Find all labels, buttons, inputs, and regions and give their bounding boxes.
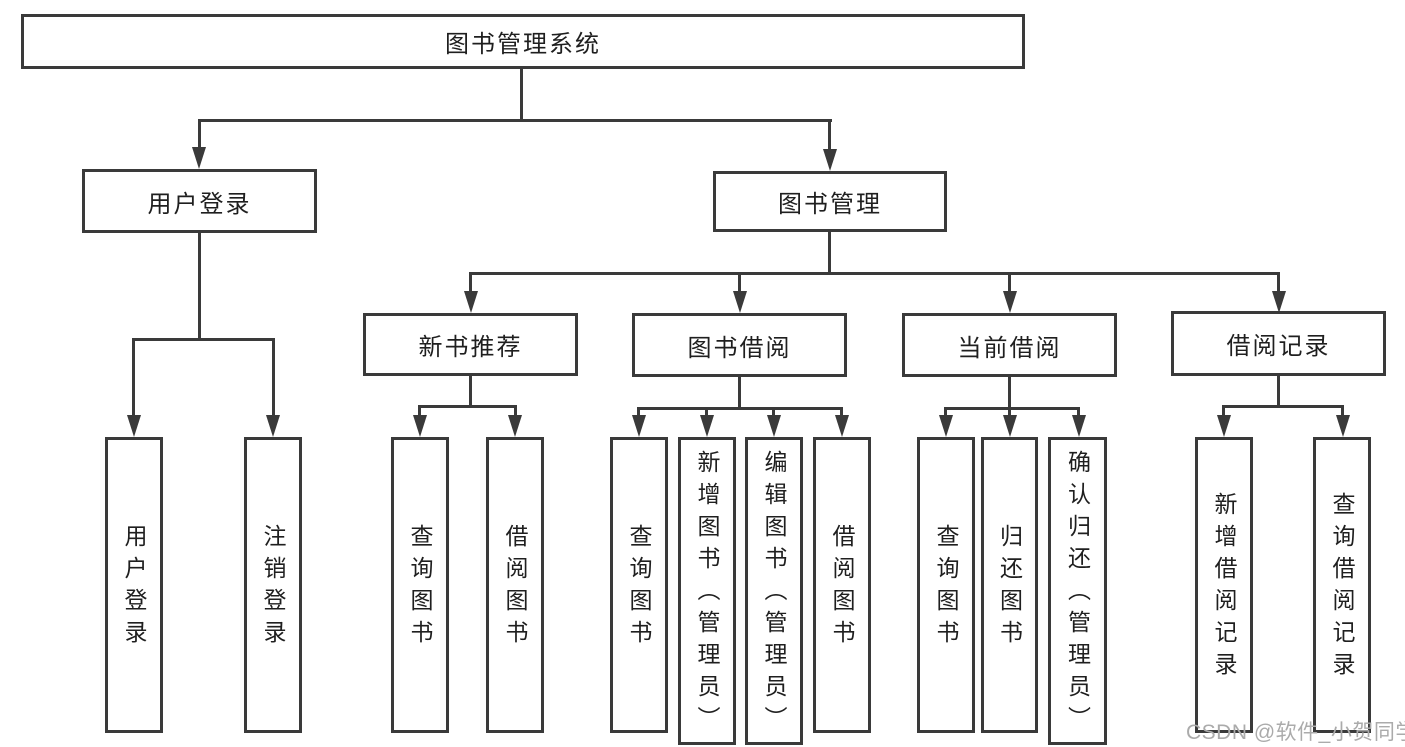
arrowhead-down-icon — [266, 415, 280, 437]
arrowhead-down-icon — [1217, 415, 1231, 437]
arrowhead-down-icon — [733, 291, 747, 313]
arrowhead-down-icon — [508, 415, 522, 437]
connector-records-stem — [1277, 376, 1280, 407]
leaf-current-query-books: 查询图书 — [917, 437, 975, 733]
leaf-borrow-query-books-label: 查询图书 — [626, 524, 652, 652]
node-new-book-recommend: 新书推荐 — [363, 313, 578, 376]
leaf-query-borrow-record: 查询借阅记录 — [1313, 437, 1371, 733]
leaf-edit-books-admin-label: 编辑图书（管理员） — [761, 450, 787, 738]
connector-recommend-stem — [469, 376, 472, 407]
leaf-add-books-admin-label: 新增图书（管理员） — [694, 450, 720, 738]
leaf-user-login: 用户登录 — [105, 437, 163, 733]
connector-root-stem — [520, 69, 523, 121]
connector-recommend-rail — [418, 405, 517, 408]
leaf-edit-books-admin: 编辑图书（管理员） — [745, 437, 803, 745]
connector-borrow-rail — [637, 407, 843, 410]
connector-book-mgmt-drop — [828, 119, 831, 151]
connector-user-login-rail — [132, 338, 275, 341]
arrowhead-down-icon — [700, 415, 714, 437]
connector-drop — [514, 405, 517, 417]
arrowhead-down-icon — [127, 415, 141, 437]
connector-drop — [469, 272, 472, 293]
node-borrow-records: 借阅记录 — [1171, 311, 1386, 376]
connector-drop — [1008, 272, 1011, 293]
node-current-borrow: 当前借阅 — [902, 313, 1117, 377]
leaf-borrow-books-label: 借阅图书 — [829, 524, 855, 652]
connector-drop — [1222, 405, 1225, 417]
leaf-return-books-label: 归还图书 — [996, 524, 1023, 652]
arrowhead-down-icon — [823, 149, 837, 171]
connector-drop — [272, 338, 275, 417]
arrowhead-down-icon — [1003, 291, 1017, 313]
leaf-confirm-return-admin: 确认归还（管理员） — [1048, 437, 1107, 745]
leaf-add-books-admin: 新增图书（管理员） — [678, 437, 736, 745]
connector-drop — [840, 407, 843, 417]
connector-current-stem — [1008, 377, 1011, 409]
connector-drop — [132, 338, 135, 417]
connector-drop — [418, 405, 421, 417]
arrowhead-down-icon — [1272, 291, 1286, 313]
leaf-query-borrow-record-label: 查询借阅记录 — [1329, 492, 1355, 684]
node-book-management: 图书管理 — [713, 171, 947, 232]
connector-records-rail — [1222, 405, 1344, 408]
connector-borrow-stem — [738, 377, 741, 409]
connector-user-login-drop — [198, 119, 201, 149]
node-root: 图书管理系统 — [21, 14, 1025, 69]
leaf-logout-label: 注销登录 — [260, 524, 286, 652]
leaf-return-books: 归还图书 — [981, 437, 1038, 733]
connector-level2-rail — [198, 119, 832, 122]
connector-drop — [1008, 407, 1011, 417]
arrowhead-down-icon — [1336, 415, 1350, 437]
arrowhead-down-icon — [835, 415, 849, 437]
leaf-confirm-return-admin-label: 确认归还（管理员） — [1064, 450, 1091, 738]
arrowhead-down-icon — [413, 415, 427, 437]
arrowhead-down-icon — [939, 415, 953, 437]
csdn-watermark: CSDN @软件_小贺同学 — [1186, 721, 1405, 744]
leaf-add-borrow-record-label: 新增借阅记录 — [1211, 492, 1237, 684]
connector-current-rail — [944, 407, 1080, 410]
leaf-add-borrow-record: 新增借阅记录 — [1195, 437, 1253, 733]
arrowhead-down-icon — [192, 147, 206, 169]
leaf-borrow-query-books: 查询图书 — [610, 437, 668, 733]
connector-user-login-stem — [198, 233, 201, 340]
leaf-recommend-query-books: 查询图书 — [391, 437, 449, 733]
leaf-recommend-borrow-books-label: 借阅图书 — [502, 524, 528, 652]
arrowhead-down-icon — [767, 415, 781, 437]
connector-drop — [1341, 405, 1344, 417]
connector-drop — [738, 272, 741, 293]
leaf-recommend-query-books-label: 查询图书 — [407, 524, 433, 652]
leaf-logout: 注销登录 — [244, 437, 302, 733]
node-book-borrow: 图书借阅 — [632, 313, 847, 377]
leaf-current-query-books-label: 查询图书 — [933, 524, 959, 652]
connector-drop — [637, 407, 640, 417]
connector-drop — [1077, 407, 1080, 417]
arrowhead-down-icon — [632, 415, 646, 437]
node-user-login: 用户登录 — [82, 169, 317, 233]
leaf-user-login-label: 用户登录 — [121, 524, 147, 652]
arrowhead-down-icon — [464, 291, 478, 313]
connector-book-mgmt-stem — [828, 232, 831, 274]
leaf-borrow-books: 借阅图书 — [813, 437, 871, 733]
connector-drop — [705, 407, 708, 417]
connector-drop — [772, 407, 775, 417]
connector-drop — [944, 407, 947, 417]
arrowhead-down-icon — [1072, 415, 1086, 437]
connector-drop — [1277, 272, 1280, 293]
leaf-recommend-borrow-books: 借阅图书 — [486, 437, 544, 733]
arrowhead-down-icon — [1003, 415, 1017, 437]
connector-level3-rail — [469, 272, 1280, 275]
